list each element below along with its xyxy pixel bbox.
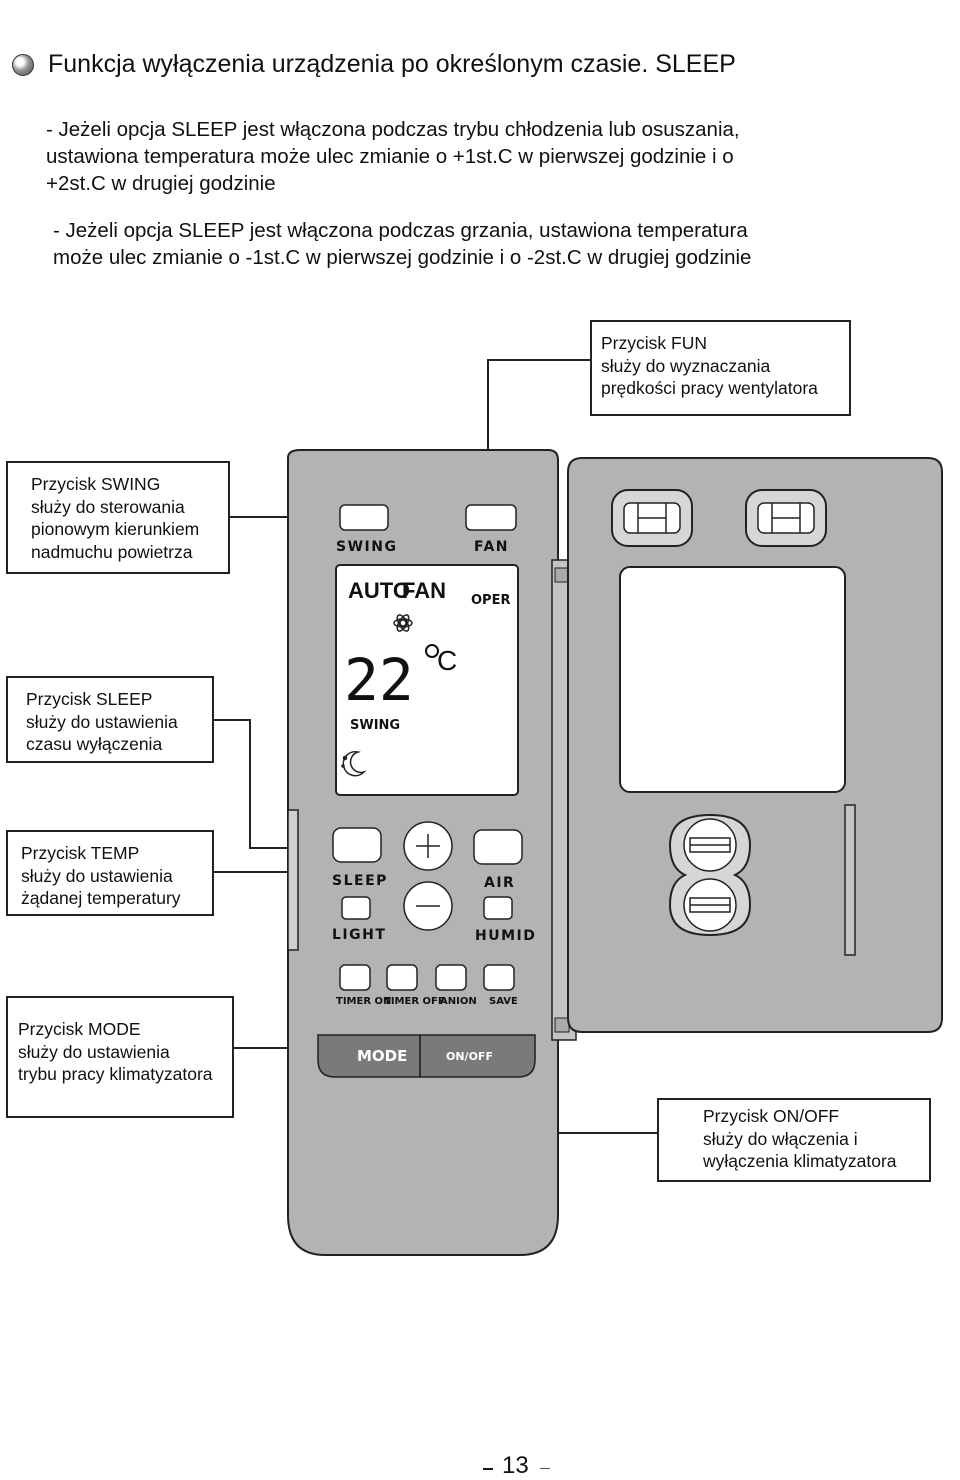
callout-line: służy do włączenia i xyxy=(703,1128,858,1149)
paragraph-heating: - Jeżeli opcja SLEEP jest włączona podcz… xyxy=(53,217,751,271)
page-number-dash-left xyxy=(483,1468,493,1470)
display-swing: SWING xyxy=(350,718,400,733)
air-label: AIR xyxy=(484,875,515,891)
light-label: LIGHT xyxy=(332,927,386,943)
lcd-display xyxy=(335,564,519,796)
para2-line: może ulec zmianie o -1st.C w pierwszej g… xyxy=(53,246,752,269)
swing-button xyxy=(339,504,389,531)
timer-off-label: TIMER OFF xyxy=(384,996,445,1007)
callout-line: Przycisk ON/OFF xyxy=(703,1106,840,1126)
timer-off-button xyxy=(386,964,418,991)
fan-label: FAN xyxy=(474,539,509,555)
display-oper: OPER xyxy=(471,593,510,608)
callout-line: służy do ustawienia xyxy=(21,865,173,886)
callout-line: Przycisk FUN xyxy=(601,333,707,353)
callout-line: prędkości pracy wentylatora xyxy=(601,378,818,398)
anion-button xyxy=(435,964,467,991)
callout-temp: Przycisk TEMP służy do ustawienia żądane… xyxy=(6,830,214,916)
callout-line: wyłączenia klimatyzatora xyxy=(703,1151,897,1171)
callout-line: służy do ustawienia xyxy=(26,711,178,732)
para1-line: ustawiona temperatura może ulec zmianie … xyxy=(46,145,734,168)
para2-line: - Jeżeli opcja SLEEP jest włączona podcz… xyxy=(53,219,748,242)
heading-text: Funkcja wyłączenia urządzenia po określo… xyxy=(48,50,736,78)
sleep-moon-icon xyxy=(341,750,367,777)
sleep-label: SLEEP xyxy=(332,873,388,889)
bullet-icon xyxy=(12,53,34,76)
fan-icon xyxy=(393,614,413,632)
display-unit: C xyxy=(437,645,457,676)
callout-line: Przycisk SLEEP xyxy=(26,689,153,709)
section-heading: Funkcja wyłączenia urządzenia po określo… xyxy=(12,50,736,79)
callout-line: Przycisk SWING xyxy=(31,474,161,494)
onoff-button xyxy=(419,1034,536,1078)
air-button xyxy=(473,829,523,865)
callout-mode: Przycisk MODE służy do ustawienia trybu … xyxy=(6,996,234,1118)
callout-line: Przycisk TEMP xyxy=(21,843,140,863)
para1-line: - Jeżeli opcja SLEEP jest włączona podcz… xyxy=(46,118,740,141)
paragraph-cooling: - Jeżeli opcja SLEEP jest włączona podcz… xyxy=(46,116,740,197)
humid-label: HUMID xyxy=(475,928,536,944)
callout-line: trybu pracy klimatyzatora xyxy=(18,1064,213,1084)
save-button xyxy=(483,964,515,991)
callout-onoff: Przycisk ON/OFF służy do włączenia i wył… xyxy=(657,1098,931,1182)
page-number-dash-right xyxy=(540,1468,550,1469)
callout-line: służy do sterowania xyxy=(31,496,185,517)
degree-icon xyxy=(425,644,439,658)
display-temp: 22 xyxy=(344,646,414,714)
callout-line: służy do wyznaczania xyxy=(601,355,771,376)
callout-sleep: Przycisk SLEEP służy do ustawienia czasu… xyxy=(6,676,214,763)
display-fan: FAN xyxy=(402,578,446,603)
callout-line: służy do ustawienia xyxy=(18,1041,170,1062)
callout-line: żądanej temperatury xyxy=(21,888,181,908)
mode-label: MODE xyxy=(357,1047,407,1065)
timer-on-button xyxy=(339,964,371,991)
timer-on-label: TIMER ON xyxy=(336,996,391,1007)
callout-swing: Przycisk SWING służy do sterowania piono… xyxy=(6,461,230,574)
page-number: 13 xyxy=(502,1452,529,1479)
save-label: SAVE xyxy=(489,996,518,1007)
mode-button xyxy=(317,1034,421,1078)
callout-line: pionowym kierunkiem xyxy=(31,519,200,539)
para1-line: +2st.C w drugiej godzinie xyxy=(46,172,276,195)
callout-line: czasu wyłączenia xyxy=(26,734,163,754)
fan-button xyxy=(465,504,517,531)
lid-window xyxy=(619,566,846,793)
light-button xyxy=(341,896,371,920)
sleep-button xyxy=(332,827,382,863)
callout-line: nadmuchu powietrza xyxy=(31,541,193,562)
swing-label: SWING xyxy=(336,539,397,555)
anion-label: ANION xyxy=(440,996,477,1007)
onoff-label: ON/OFF xyxy=(446,1050,493,1063)
callout-fun: Przycisk FUN służy do wyznaczania prędko… xyxy=(590,320,851,416)
humid-button xyxy=(483,896,513,920)
display-auto: AUTO xyxy=(348,578,410,603)
callout-line: Przycisk MODE xyxy=(18,1019,141,1039)
remote-side-strip xyxy=(287,809,299,951)
